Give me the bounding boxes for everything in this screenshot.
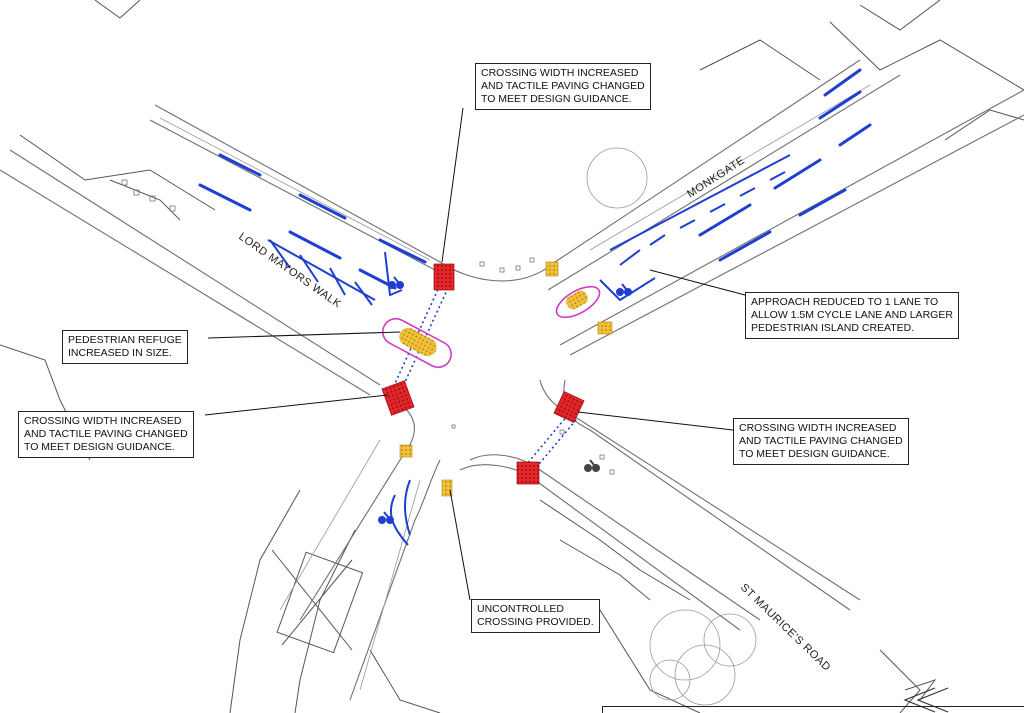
annotation-line: AND TACTILE PAVING CHANGED <box>24 428 188 440</box>
tactile-paving <box>381 261 613 497</box>
street-label-st-maurices-road: ST MAURICE'S ROAD <box>738 582 833 674</box>
annotation-north-crossing: CROSSING WIDTH INCREASED AND TACTILE PAV… <box>475 63 651 110</box>
annotation-line: TO MEET DESIGN GUIDANCE. <box>481 93 632 105</box>
annotation-approach: APPROACH REDUCED TO 1 LANE TO ALLOW 1.5M… <box>745 292 959 339</box>
leader-lines <box>204 107 746 601</box>
road-edges <box>0 59 1024 701</box>
north-arrow-icon <box>903 687 949 713</box>
annotation-line: CROSSING PROVIDED. <box>477 616 594 628</box>
street-furniture <box>121 179 615 475</box>
annotation-line: CROSSING WIDTH INCREASED <box>739 422 897 434</box>
annotation-west-crossing: CROSSING WIDTH INCREASED AND TACTILE PAV… <box>18 411 194 458</box>
annotation-line: ALLOW 1.5M CYCLE LANE AND LARGER <box>751 309 953 321</box>
annotation-line: PEDESTRIAN ISLAND CREATED. <box>751 322 915 334</box>
annotation-line: UNCONTROLLED <box>477 603 564 615</box>
annotation-line: AND TACTILE PAVING CHANGED <box>739 435 903 447</box>
annotation-uncontrolled: UNCONTROLLED CROSSING PROVIDED. <box>471 599 600 633</box>
annotation-line: AND TACTILE PAVING CHANGED <box>481 80 645 92</box>
annotation-line: INCREASED IN SIZE. <box>68 347 172 359</box>
annotation-line: CROSSING WIDTH INCREASED <box>24 415 182 427</box>
annotation-line: TO MEET DESIGN GUIDANCE. <box>24 441 175 453</box>
cycle-symbol-icon <box>378 276 632 524</box>
pedestrian-island <box>382 285 601 369</box>
crossing-studs <box>391 284 577 471</box>
annotation-line: CROSSING WIDTH INCREASED <box>481 67 639 79</box>
annotation-refuge: PEDESTRIAN REFUGE INCREASED IN SIZE. <box>62 330 188 364</box>
trees <box>586 147 757 706</box>
annotation-line: APPROACH REDUCED TO 1 LANE TO <box>751 296 939 308</box>
street-label-lord-mayors-walk: LORD MAYORS WALK <box>236 231 343 311</box>
title-block-edge <box>602 706 1024 713</box>
annotation-east-crossing: CROSSING WIDTH INCREASED AND TACTILE PAV… <box>733 418 909 465</box>
annotation-line: PEDESTRIAN REFUGE <box>68 334 182 346</box>
annotation-line: TO MEET DESIGN GUIDANCE. <box>739 448 890 460</box>
